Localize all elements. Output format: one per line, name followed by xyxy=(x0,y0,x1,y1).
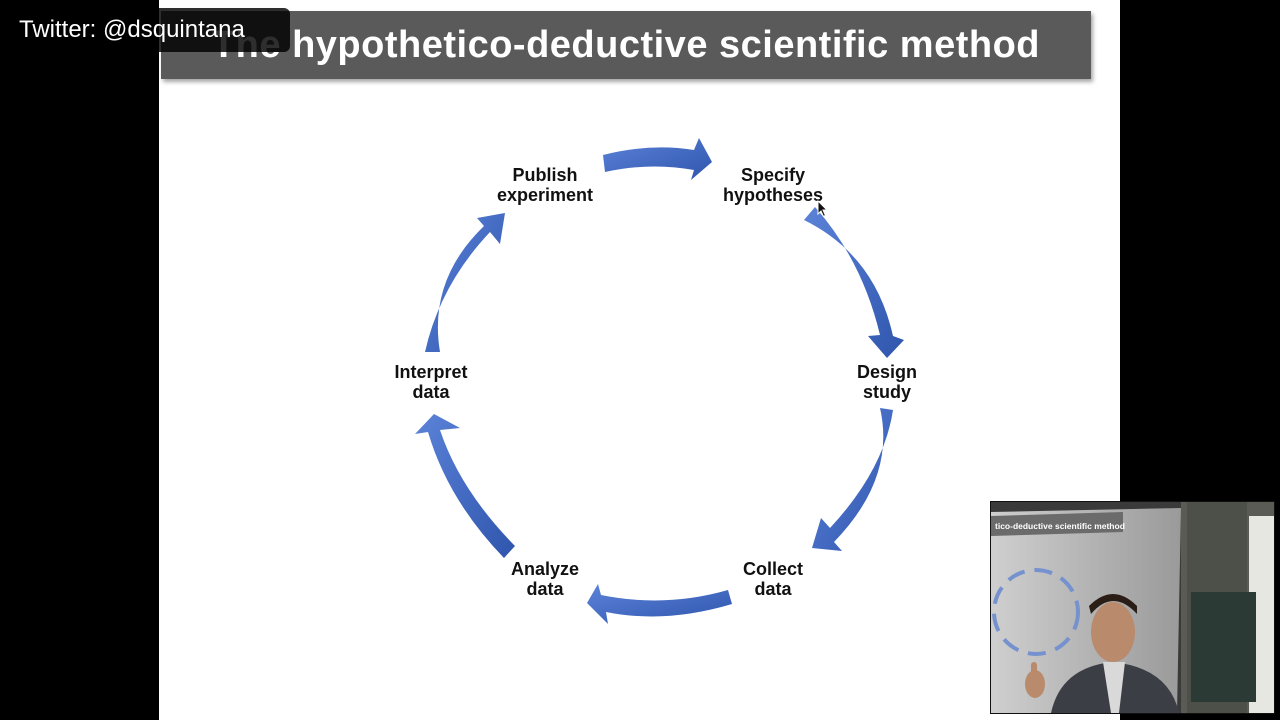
speaker-face xyxy=(1091,602,1135,662)
cycle-arrow-collect-to-analyze xyxy=(587,584,732,624)
step-line: data xyxy=(412,382,450,402)
step-design-study: Design study xyxy=(802,362,972,402)
webcam-video: tico-deductive scientific method xyxy=(990,501,1275,714)
slide-title-bar: The hypothetico-deductive scientific met… xyxy=(161,11,1091,79)
step-line: Publish xyxy=(512,165,578,185)
step-line: experiment xyxy=(496,185,594,205)
cycle-arrow-analyze-to-interpret xyxy=(415,414,515,558)
step-line: hypotheses xyxy=(722,185,824,205)
twitter-overlay: Twitter: @dsquintana xyxy=(0,8,290,52)
step-interpret-data: Interpret data xyxy=(346,362,516,402)
cycle-arrow-design-to-collect xyxy=(812,408,893,551)
step-line: data xyxy=(754,579,792,599)
mouse-cursor-icon xyxy=(817,200,829,218)
speaker-hand xyxy=(1025,670,1045,698)
step-specify-hypotheses: Specify hypotheses xyxy=(688,165,858,205)
step-line: Design xyxy=(856,362,917,382)
cycle-arrow-interpret-to-publish xyxy=(425,213,505,352)
step-line: Interpret xyxy=(394,362,468,382)
step-line: data xyxy=(526,579,564,599)
step-line: Specify xyxy=(740,165,806,185)
webcam-slide-title: tico-deductive scientific method xyxy=(995,521,1125,531)
step-line: Collect xyxy=(742,559,803,579)
step-publish-experiment: Publish experiment xyxy=(460,165,630,205)
step-collect-data: Collect data xyxy=(688,559,858,599)
twitter-handle: Twitter: @dsquintana xyxy=(19,16,245,43)
cycle-arrow-specify-to-design xyxy=(804,207,904,358)
cycle-arrow-publish-to-specify xyxy=(603,138,712,180)
slide-canvas xyxy=(159,0,1120,720)
slide-title: The hypothetico-deductive scientific met… xyxy=(211,24,1041,66)
projected-slide xyxy=(991,508,1181,713)
step-line: Analyze xyxy=(510,559,580,579)
step-analyze-data: Analyze data xyxy=(460,559,630,599)
webcam-scene: tico-deductive scientific method xyxy=(991,502,1274,713)
step-line: study xyxy=(862,382,911,402)
